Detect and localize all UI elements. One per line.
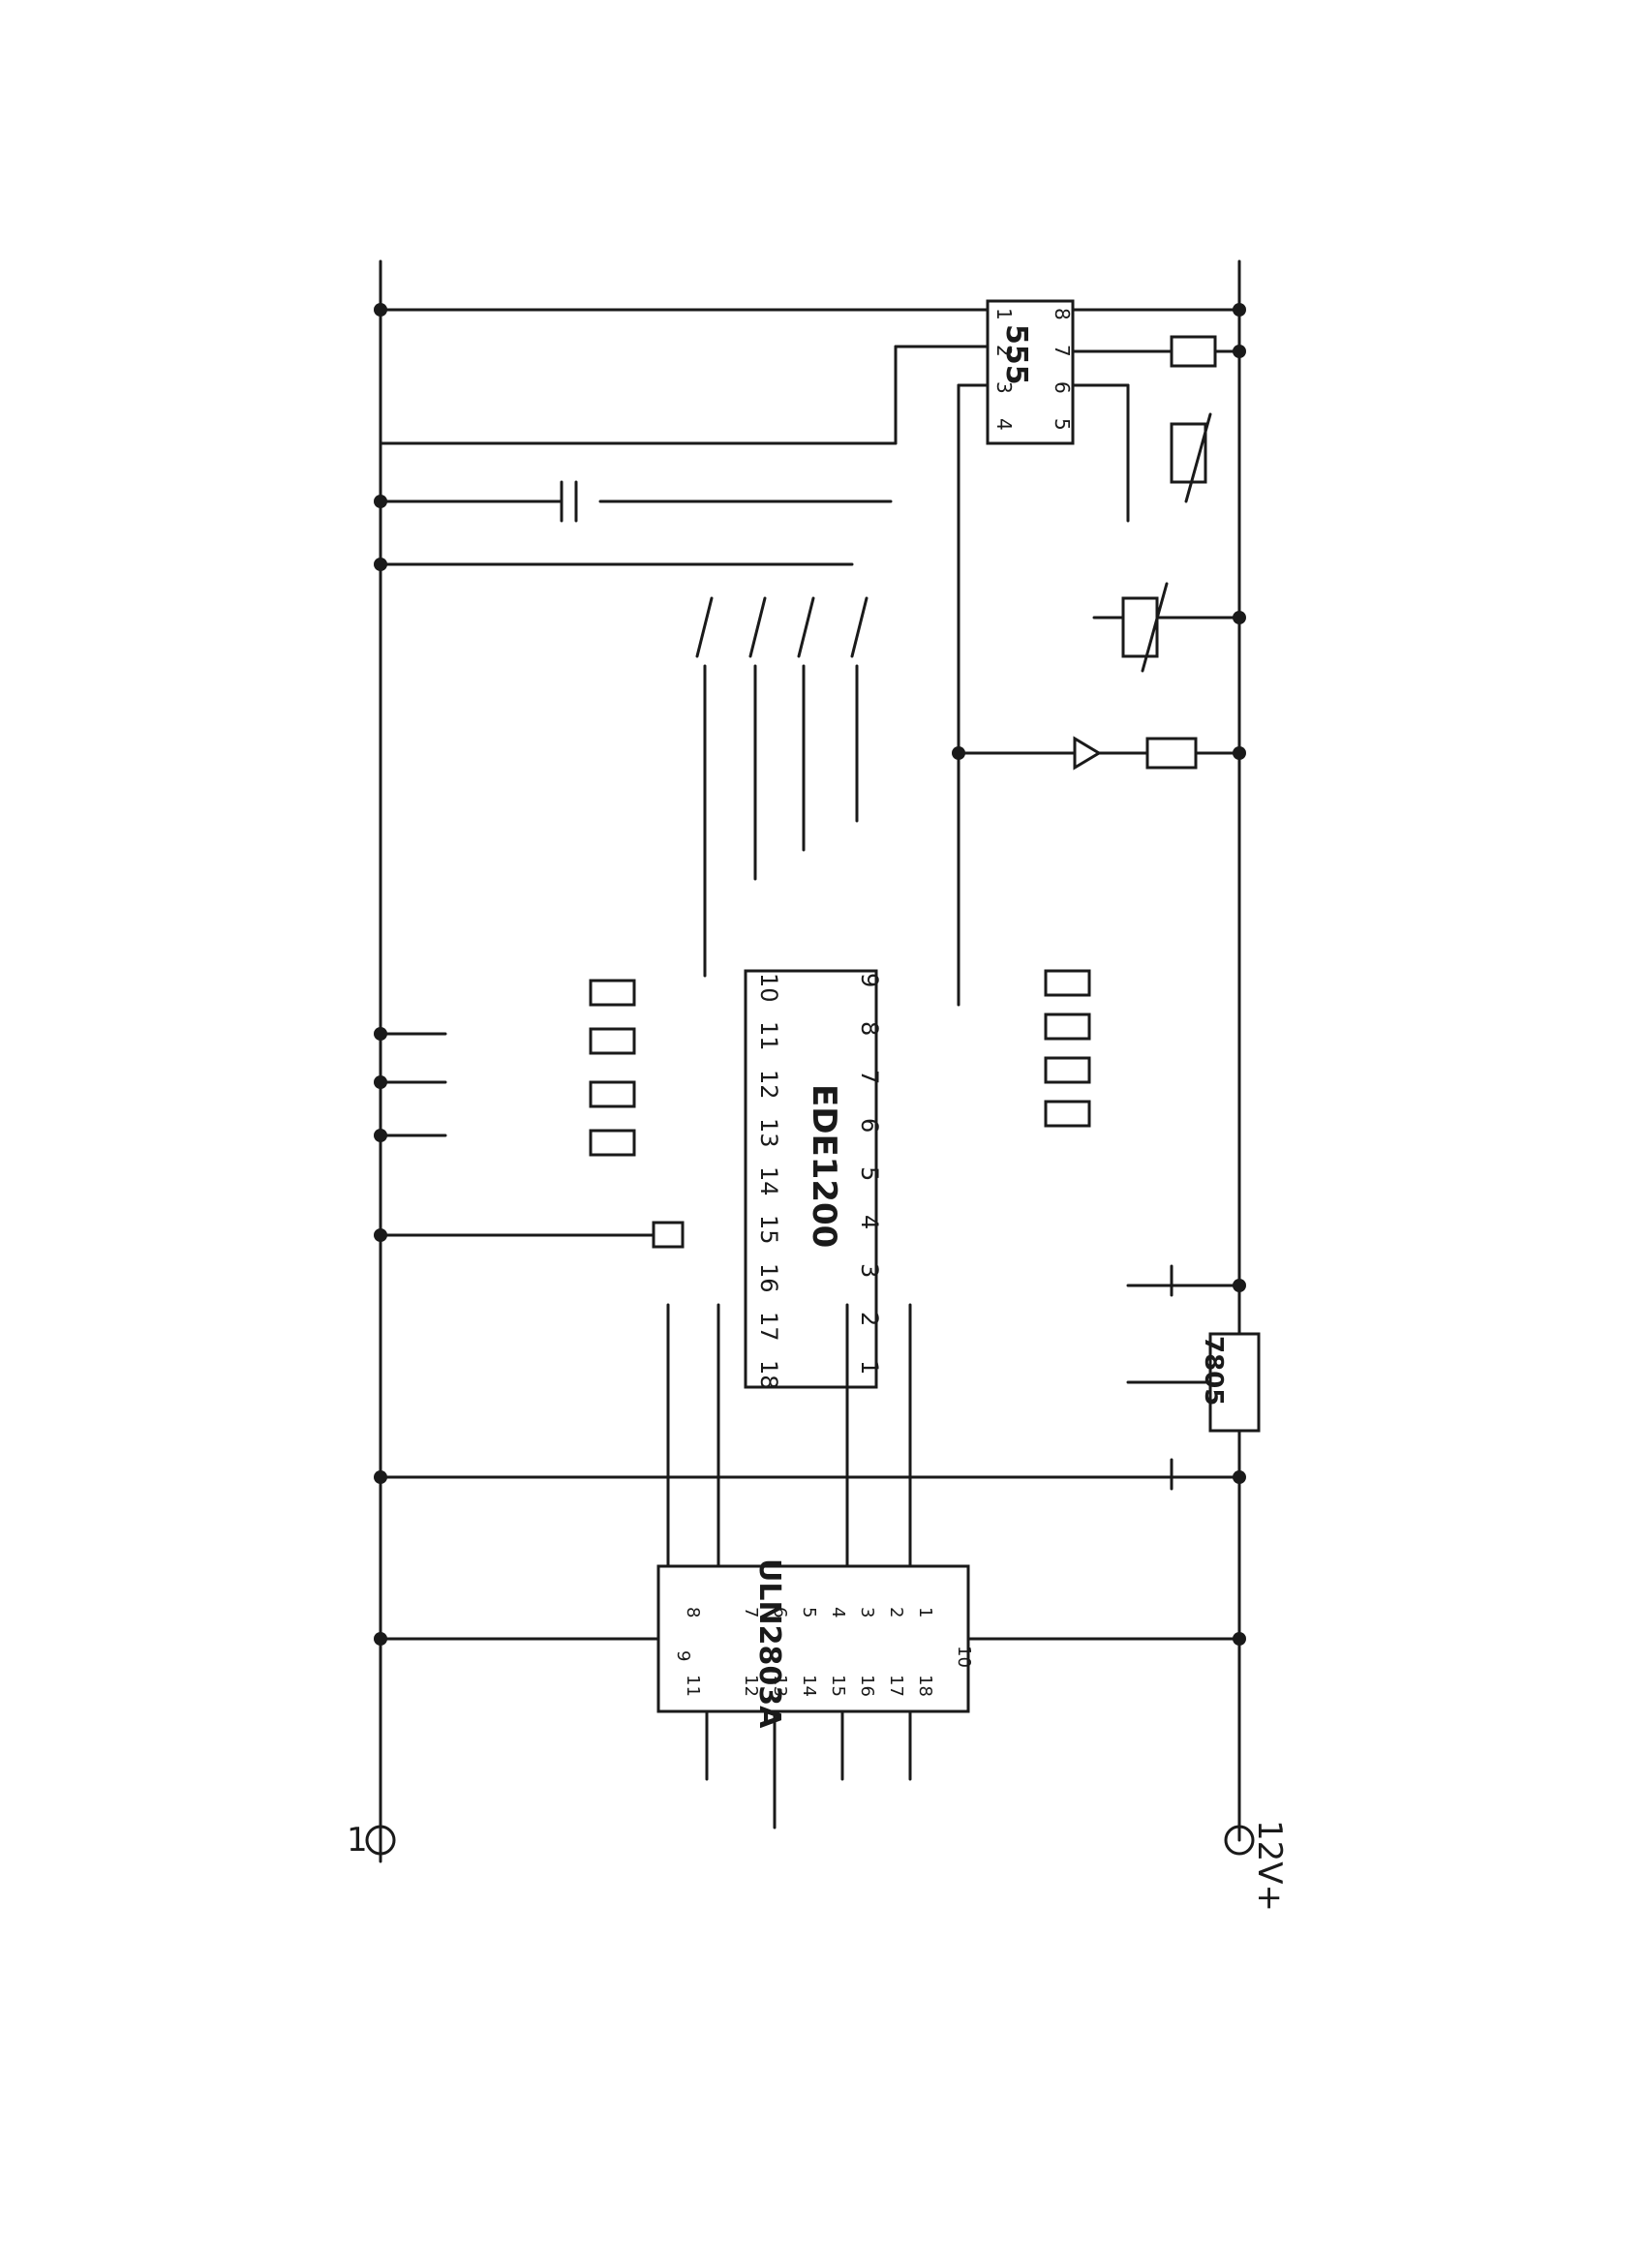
driver-ic-pins-top: 8 7 6 5 4 3 2 1 <box>683 1607 935 1618</box>
led <box>1073 736 1102 771</box>
controller-ic-ede1200 <box>744 969 878 1389</box>
controller-pin: 5 <box>856 1166 883 1181</box>
driver-pin: 13 <box>770 1675 790 1697</box>
timer-pin: 2 <box>992 345 1016 357</box>
driver-pin: 6 <box>770 1607 790 1618</box>
pullup-resistor-4 <box>589 1129 636 1157</box>
led-resistor <box>1145 737 1198 770</box>
timer-pin: 3 <box>992 381 1016 394</box>
pullup-resistor-1 <box>589 979 636 1007</box>
controller-pin: 14 <box>755 1166 782 1196</box>
controller-pin: 1 <box>856 1360 883 1375</box>
driver-ic-label: ULN2803A <box>752 1558 786 1729</box>
controller-pin: 18 <box>755 1360 782 1390</box>
controller-pin: 10 <box>755 973 782 1003</box>
controller-pin: 15 <box>755 1215 782 1245</box>
driver-pin: 14 <box>799 1675 819 1697</box>
ground-terminal <box>365 1825 396 1856</box>
controller-ic-pins-bottom: 9 8 7 6 5 4 3 2 1 <box>856 973 883 1375</box>
output-resistor-3 <box>1044 1056 1091 1084</box>
driver-ic-pins-bottom: 11 12 13 14 15 16 17 18 <box>683 1675 935 1697</box>
timer-pin: 1 <box>992 308 1016 320</box>
timer-pin: 8 <box>1051 308 1074 320</box>
driver-pin: 3 <box>857 1607 877 1618</box>
driver-pin: 15 <box>828 1675 848 1697</box>
supply-terminal <box>1224 1825 1255 1856</box>
timer-ic-label: 555 <box>999 324 1033 385</box>
driver-pin: 4 <box>828 1607 848 1618</box>
output-resistor-2 <box>1044 1013 1091 1041</box>
timer-ic-pins-right: 1 2 3 4 <box>992 308 1016 431</box>
driver-pin: 5 <box>799 1607 819 1618</box>
timer-pin: 4 <box>992 418 1016 431</box>
controller-pin: 4 <box>856 1215 883 1229</box>
pullup-resistor-3 <box>589 1080 636 1108</box>
controller-pin: 16 <box>755 1263 782 1293</box>
controller-pin: 6 <box>856 1118 883 1133</box>
crystal <box>652 1221 685 1249</box>
driver-pin: 2 <box>886 1607 906 1618</box>
controller-pin: 2 <box>856 1312 883 1326</box>
controller-pin: 9 <box>856 973 883 987</box>
driver-pin: 11 <box>683 1675 703 1697</box>
controller-pin: 11 <box>755 1021 782 1051</box>
driver-pin: 8 <box>683 1607 703 1618</box>
controller-pin: 13 <box>755 1118 782 1148</box>
driver-pin: 17 <box>886 1675 906 1697</box>
timer-pin: 5 <box>1051 418 1074 431</box>
pullup-resistor-2 <box>589 1027 636 1055</box>
regulator-label: 7805 <box>1199 1336 1228 1406</box>
driver-pin: 18 <box>915 1675 935 1697</box>
ground-terminal-label: 1 <box>347 1821 368 1860</box>
driver-pin: 7 <box>741 1607 761 1618</box>
controller-pin: 8 <box>856 1021 883 1036</box>
output-resistor-1 <box>1044 969 1091 997</box>
timing-resistor <box>1170 335 1217 368</box>
timer-ic-pins-left: 8 7 6 5 <box>1051 308 1074 431</box>
timer-ic-555 <box>986 299 1075 445</box>
controller-pin: 17 <box>755 1312 782 1342</box>
supply-terminal-label: 12V+ <box>1250 1820 1289 1912</box>
controller-pin: 3 <box>856 1263 883 1278</box>
driver-pin: 1 <box>915 1607 935 1618</box>
driver-pin-left: 9 <box>673 1650 693 1661</box>
driver-pin: 12 <box>741 1675 761 1697</box>
trimmer-pot-2 <box>1121 596 1159 658</box>
timer-pin: 7 <box>1051 345 1074 357</box>
timer-pin: 6 <box>1051 381 1074 394</box>
controller-pin: 7 <box>856 1070 883 1084</box>
controller-ic-pins-top: 10 11 12 13 14 15 16 17 18 <box>755 973 782 1390</box>
output-resistor-4 <box>1044 1100 1091 1128</box>
driver-pin: 16 <box>857 1675 877 1697</box>
driver-pin-right: 10 <box>954 1646 974 1668</box>
controller-pin: 12 <box>755 1070 782 1100</box>
controller-ic-label: EDE1200 <box>805 1084 843 1248</box>
